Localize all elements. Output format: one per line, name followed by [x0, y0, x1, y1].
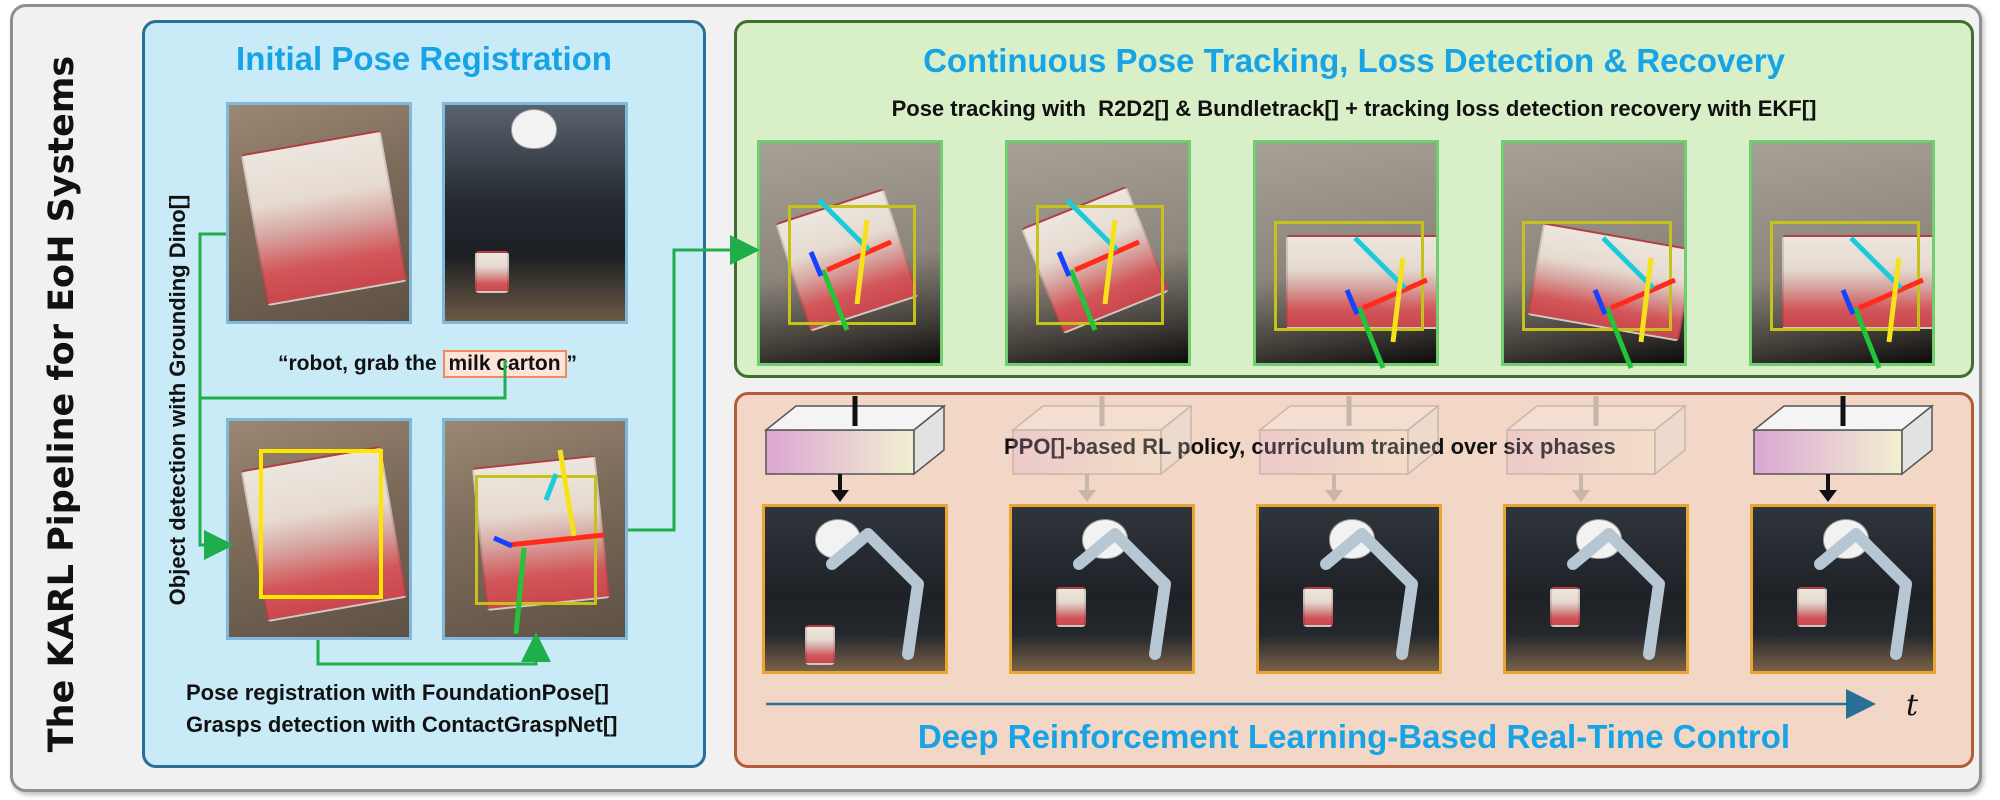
tracking-frame — [1749, 140, 1935, 366]
pose-axis-blue — [492, 535, 514, 549]
tracking-grasp-axis — [817, 198, 871, 252]
tracking-pose-axis-y — [1604, 307, 1634, 369]
tracking-panel-title: Continuous Pose Tracking, Loss Detection… — [923, 42, 1785, 79]
robot-arm — [1073, 528, 1171, 660]
tracking-grasp-axis — [1601, 236, 1655, 290]
policy-box-front — [1259, 429, 1409, 475]
tracking-gripper-axis — [1390, 257, 1406, 343]
tracking-subtitle: Pose tracking with R2D2[] & Bundletrack[… — [891, 96, 1817, 121]
arrow-to-tracking — [628, 235, 760, 532]
milk-carton — [805, 625, 835, 665]
policy-network-box — [1504, 404, 1688, 476]
tracking-pose-axis-x — [825, 239, 893, 273]
robot-arm — [1814, 528, 1912, 660]
tracking-pose-axis-x — [1361, 277, 1429, 311]
tracking-grasp-axis — [1065, 198, 1119, 252]
photo-carton-raw — [226, 102, 412, 324]
robot-arm — [1320, 528, 1418, 660]
pose-axis-z — [543, 473, 559, 501]
pose-axis-y — [513, 547, 527, 635]
tracking-pose-axis-z — [808, 251, 824, 277]
tracking-grasp-axis — [1353, 236, 1407, 290]
tracking-pose-axis-y — [1068, 269, 1098, 331]
tracking-gripper-axis — [1638, 257, 1654, 343]
tracking-pose-axis-y — [1852, 307, 1882, 369]
time-axis-label: t — [1906, 688, 1919, 723]
policy-output-arrowhead — [831, 490, 849, 502]
quote-suffix: ” — [566, 352, 578, 375]
arrow-detection-flow — [198, 232, 234, 560]
policy-box-side — [1160, 404, 1192, 476]
tracking-pose-axis-z — [1056, 251, 1072, 277]
policy-box-side — [1407, 404, 1439, 476]
tracking-grasp-axis — [1849, 236, 1903, 290]
tracking-pose-axis-x — [1609, 277, 1677, 311]
photo-carton-pose — [442, 418, 628, 640]
policy-box-side — [1901, 404, 1933, 476]
tracking-pose-axis-z — [1344, 289, 1360, 315]
policy-network-box — [1010, 404, 1194, 476]
tracking-frame — [1253, 140, 1439, 366]
quote-prefix: “robot, grab the — [278, 352, 443, 375]
tracking-gripper-axis — [1102, 219, 1118, 305]
face-cover-icon — [511, 109, 557, 149]
tracking-frame — [1005, 140, 1191, 366]
milk-carton — [1056, 587, 1086, 627]
policy-output-arrowhead — [1572, 490, 1590, 502]
control-panel-title: Deep Reinforcement Learning-Based Real-T… — [917, 718, 1791, 755]
tracking-gripper-axis — [854, 219, 870, 305]
pose-registration-caption: Pose registration with FoundationPose[] — [186, 680, 609, 705]
robot-arm — [1567, 528, 1665, 660]
tracking-pose-axis-x — [1073, 239, 1141, 273]
policy-box-front — [1753, 429, 1903, 475]
tracking-frame — [757, 140, 943, 366]
tracking-bbox — [1770, 221, 1920, 331]
tracking-pose-axis-y — [820, 269, 850, 331]
milk-carton — [1797, 587, 1827, 627]
policy-box-front — [1012, 429, 1162, 475]
tracking-pose-axis-z — [1840, 289, 1856, 315]
milk-carton — [475, 251, 509, 293]
grasp-detection-caption: Grasps detection with ContactGraspNet[] — [186, 712, 618, 737]
policy-box-side — [913, 404, 945, 476]
detection-bbox — [259, 449, 383, 599]
pose-axis-x — [507, 532, 605, 548]
photo-scene-raw — [442, 102, 628, 324]
policy-output-arrowhead — [1325, 490, 1343, 502]
policy-output-arrowhead — [1819, 490, 1837, 502]
tracking-gripper-axis — [1886, 257, 1902, 343]
photo-carton-detected — [226, 418, 412, 640]
tracking-pose-axis-x — [1857, 277, 1925, 311]
policy-output-arrowhead — [1078, 490, 1096, 502]
tracking-frame — [1501, 140, 1687, 366]
policy-box-front — [765, 429, 915, 475]
arrow-command-flow — [200, 360, 507, 400]
robot-arm — [826, 528, 924, 660]
policy-box-side — [1654, 404, 1686, 476]
tracking-bbox — [1274, 221, 1424, 331]
tracking-bbox — [788, 205, 916, 325]
tracking-bbox — [1036, 205, 1164, 325]
tracking-pose-axis-y — [1356, 307, 1386, 369]
grasp-axis — [557, 449, 577, 537]
tracking-pose-axis-z — [1592, 289, 1608, 315]
milk-carton — [1303, 587, 1333, 627]
milk-carton — [1550, 587, 1580, 627]
tracking-bbox — [1522, 221, 1672, 331]
policy-box-front — [1506, 429, 1656, 475]
initial-panel-title: Initial Pose Registration — [236, 40, 612, 77]
pose-bbox — [475, 475, 597, 605]
arrow-registration-flow — [316, 632, 551, 666]
